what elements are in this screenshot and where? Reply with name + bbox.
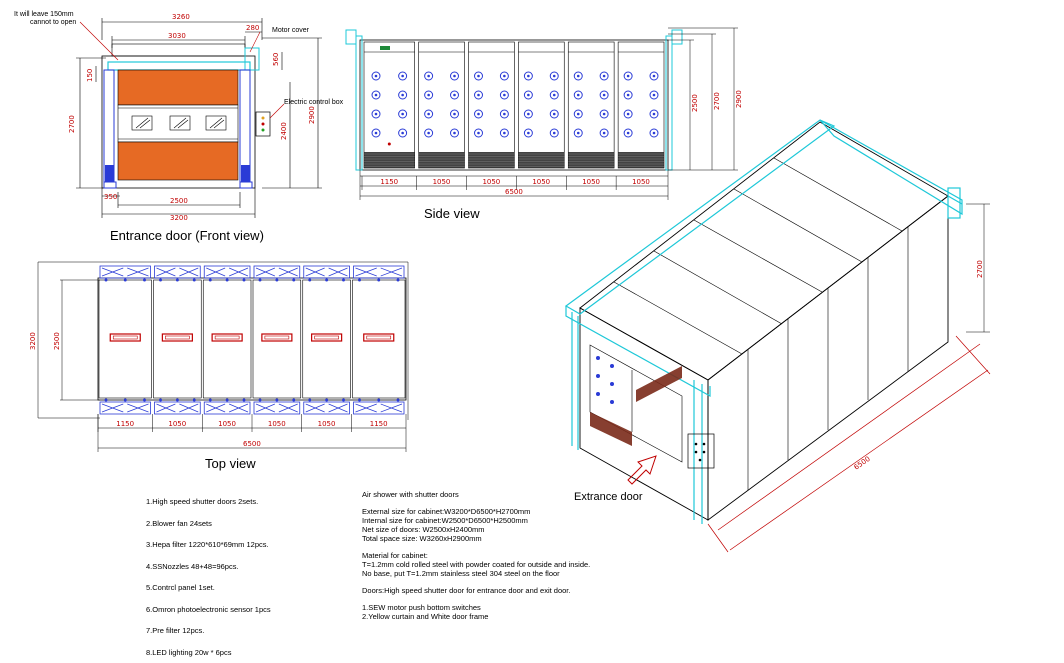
front-dim-base: 350 [104,193,117,201]
iso-dim-height: 2700 [976,260,984,278]
top-segment-label: 1050 [218,420,236,428]
spec-title: Air shower with shutter doors [362,490,590,499]
top-dim-inner: 2500 [53,332,61,350]
spec-block: Air shower with shutter doors External s… [362,490,590,621]
front-dim-width: 3200 [170,214,188,222]
parts-list: 1.High speed shutter doors 2sets. 2.Blow… [146,491,271,663]
spec-size: External size for cabinet:W3200*D6500*H2… [362,507,590,516]
top-view-caption: Top view [205,456,256,471]
parts-item: 3.Hepa filter 1220*610*69mm 12pcs. [146,534,271,556]
front-note-line1: It will leave 150mm [14,11,74,18]
top-segment-label: 1050 [318,420,336,428]
parts-item: 5.Contrcl panel 1set. [146,577,271,599]
parts-item: 7.Pre filter 12pcs. [146,620,271,642]
side-segment-label: 1050 [482,178,500,186]
spec-doors: Doors:High speed shutter door for entran… [362,586,590,595]
side-segment-label: 1050 [582,178,600,186]
spec-material: No base, put T=1.2mm stainless steel 304… [362,569,590,578]
front-dim-height: 2700 [68,115,76,133]
spec-size: Net size of doors: W2500xH2400mm [362,525,590,534]
top-segment-label: 1050 [268,420,286,428]
spec-size: Total space size: W3260xH2900mm [362,534,590,543]
spec-size: Internal size for cabinet:W2500*D6500*H2… [362,516,590,525]
side-dim-h1: 2500 [691,94,699,112]
front-dim-motor-h: 560 [272,53,280,66]
side-dim-h3: 2900 [735,90,743,108]
parts-item: 1.High speed shutter doors 2sets. [146,491,271,513]
top-segment-label: 1150 [116,420,134,428]
top-dim-outer: 3200 [29,332,37,350]
parts-item: 8.LED lighting 20w * 6pcs [146,642,271,663]
top-dim-total: 6500 [243,440,261,448]
front-dim-motor-w: 280 [246,24,259,32]
spec-extra: 2.Yellow curtain and White door frame [362,612,590,621]
parts-item: 6.Omron photoelectronic sensor 1pcs [146,599,271,621]
parts-item: 2.Blower fan 24sets [146,513,271,535]
front-view-caption: Entrance door (Front view) [110,228,264,243]
spec-material: T=1.2mm cold rolled steel with powder co… [362,560,590,569]
front-note-line2: cannot to open [30,19,76,26]
front-dim-inner-width: 3030 [168,32,186,40]
side-segment-label: 1050 [433,178,451,186]
front-dim-door-h: 2400 [280,122,288,140]
front-dim-left-h: 150 [86,69,94,82]
side-segment-label: 1150 [380,178,398,186]
side-view-caption: Side view [424,206,480,221]
electric-box-label: Electric control box [284,99,344,106]
spec-extra: 1.SEW motor push bottom switches [362,603,590,612]
motor-cover-label: Motor cover [272,27,310,34]
side-segment-label: 1050 [532,178,550,186]
side-dim-total: 6500 [505,188,523,196]
side-dim-h2: 2700 [713,92,721,110]
front-dim-door-w: 2500 [170,197,188,205]
side-segment-label: 1050 [632,178,650,186]
parts-item: 4.SSNozzles 48+48=96pcs. [146,556,271,578]
top-segment-label: 1150 [370,420,388,428]
front-dim-total-width: 3260 [172,13,190,21]
spec-material-title: Material for cabinet: [362,551,590,560]
front-dim-total-h: 2900 [308,106,316,124]
top-segment-label: 1050 [168,420,186,428]
